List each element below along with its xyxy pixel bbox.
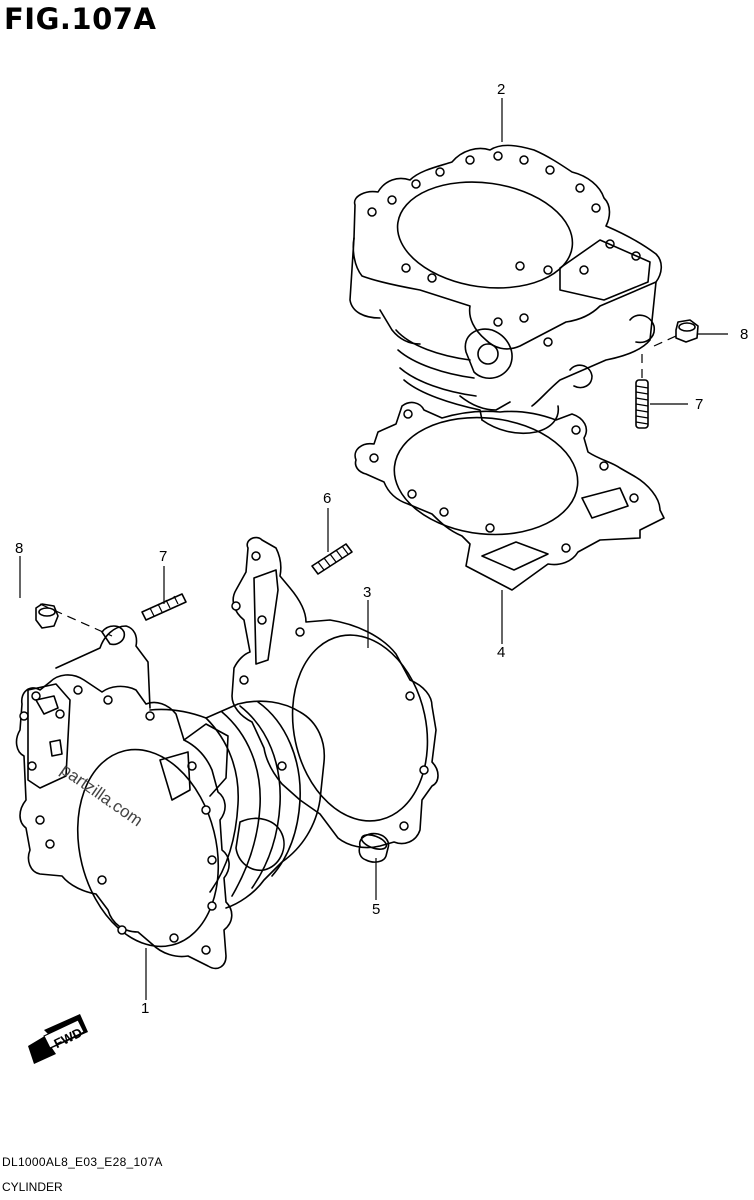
stud-part-7-lower: [141, 593, 187, 621]
callout-part-7-upper: 7: [695, 396, 704, 413]
nut-part-8-right: [653, 319, 699, 347]
front-cylinder-part-1: [15, 625, 326, 970]
callout-part-8-left: 8: [15, 540, 24, 557]
stud-part-6: [311, 543, 353, 575]
diagram-code: DL1000AL8_E03_E28_107A: [2, 1155, 163, 1169]
head-gasket-part-3: [231, 536, 439, 849]
dowel-part-5: [358, 832, 390, 863]
callout-part-5: 5: [372, 901, 381, 918]
callout-part-3: 3: [363, 584, 372, 601]
callout-part-6: 6: [323, 490, 332, 507]
rear-cylinder-part-2: [349, 144, 663, 435]
callout-part-7-lower: 7: [159, 548, 168, 565]
callout-part-4: 4: [497, 644, 506, 661]
fwd-arrow-icon: FWD: [28, 1014, 88, 1064]
callout-part-8-right: 8: [740, 326, 749, 343]
base-gasket-part-4: [354, 401, 665, 591]
figure-title: FIG.107A: [4, 2, 157, 36]
nut-part-8-left: [35, 603, 113, 637]
callout-part-2: 2: [497, 81, 506, 98]
diagram-name: CYLINDER: [2, 1180, 63, 1194]
leader-lines: [19, 98, 728, 1000]
stud-part-7-upper: [635, 354, 649, 429]
callout-part-1: 1: [141, 1000, 150, 1017]
